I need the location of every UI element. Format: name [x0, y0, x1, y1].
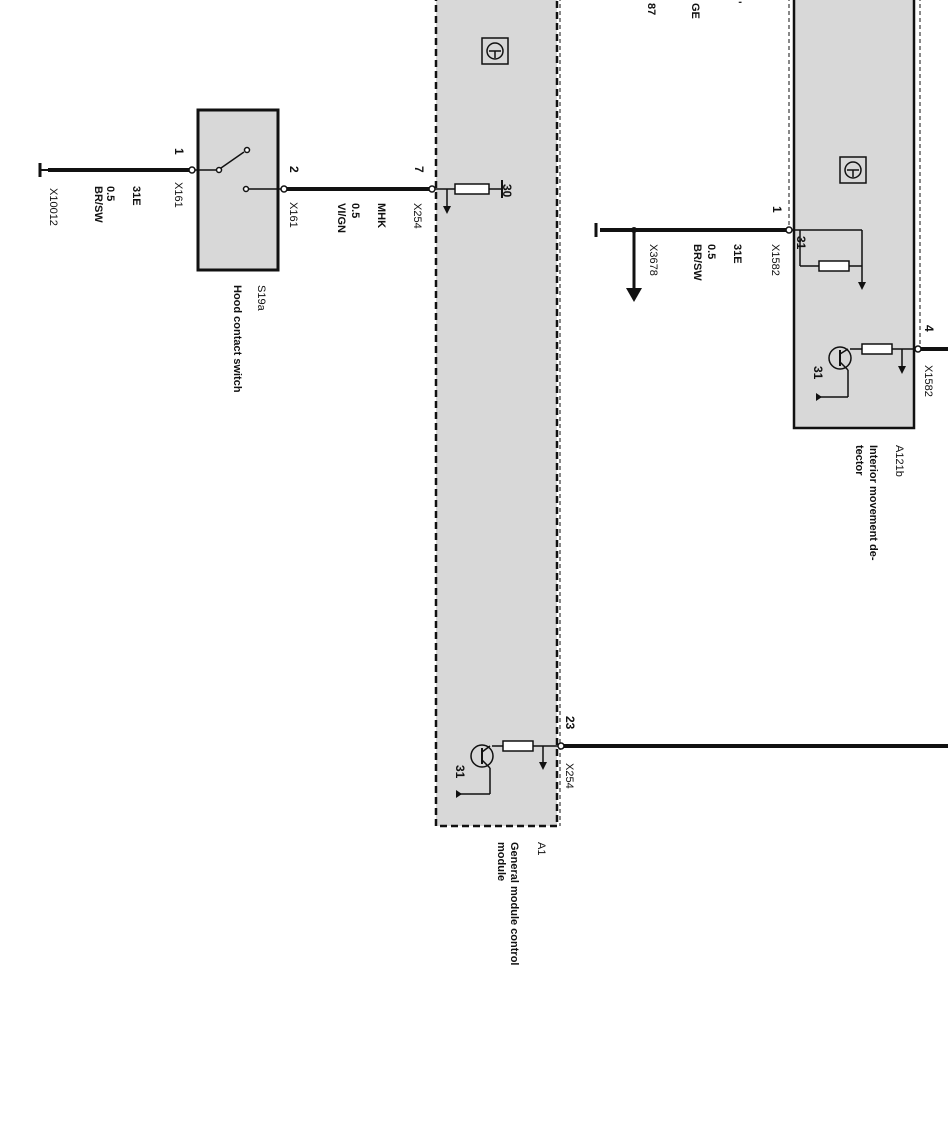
wire-code-left: 31E [130, 186, 142, 206]
wire-color-right: BR/SW [691, 244, 703, 281]
a1-name-line2: module [495, 842, 507, 881]
cutoff-text-2: GE [689, 3, 701, 19]
interior-movement-detector-a121b [785, 0, 922, 430]
a121b-pin-top: 1 [770, 206, 784, 213]
a1-ground-label: 31 [453, 765, 467, 779]
terminal-x10012-label: X10012 [47, 188, 59, 226]
wire-gauge-mid: 0.5 [349, 203, 361, 218]
wire-color-left: BR/SW [92, 186, 104, 223]
a121b-pin-right: 4 [922, 325, 936, 332]
a121b-ground-label-mid: 31 [811, 366, 825, 380]
a1-pin-top: 7 [412, 166, 426, 173]
a1-connector-top: X254 [411, 203, 423, 229]
hood-contact-switch [188, 108, 288, 272]
a121b-connector-top: X1582 [769, 244, 781, 276]
wire-code-right: 31E [731, 244, 743, 264]
a1-id-label: A1 [535, 842, 547, 855]
wire-code-mid: MHK [375, 203, 387, 228]
s19a-connector-right: X161 [287, 202, 299, 228]
s19a-id-label: S19a [255, 285, 267, 312]
module-symbol-icon-a121b [839, 156, 867, 184]
cutoff-text-3: ' [731, 1, 743, 4]
cutoff-text-1: 87 [645, 3, 657, 15]
wire-gauge-right: 0.5 [705, 244, 717, 259]
a1-name-line1: General module control [508, 842, 520, 965]
a1-resistor-value: 30 [500, 184, 514, 198]
a1-pin-bottom: 23 [563, 716, 577, 730]
a121b-connector-right: X1582 [922, 365, 934, 397]
terminal-x3678-label: X3678 [647, 244, 659, 276]
ground-wire-x10012 [38, 163, 190, 177]
ground-wire-x3678 [594, 223, 786, 302]
wire-color-mid: VI/GN [335, 203, 347, 233]
module-symbol-icon [481, 37, 509, 65]
wire-gauge-left: 0.5 [104, 186, 116, 201]
s19a-pin-right: 2 [287, 166, 301, 173]
general-module-a1 [428, 0, 565, 828]
a121b-ground-label-top: 31 [794, 236, 808, 250]
a121b-name-line1: Interior movement de- [867, 445, 879, 561]
a121b-id-label: A121b [893, 445, 905, 477]
a1-connector-bottom: X254 [563, 763, 575, 789]
s19a-name-label: Hood contact switch [231, 285, 243, 393]
a121b-name-line2: tector [853, 445, 865, 476]
s19a-pin-left: 1 [172, 148, 186, 155]
s19a-connector-left: X161 [172, 182, 184, 208]
